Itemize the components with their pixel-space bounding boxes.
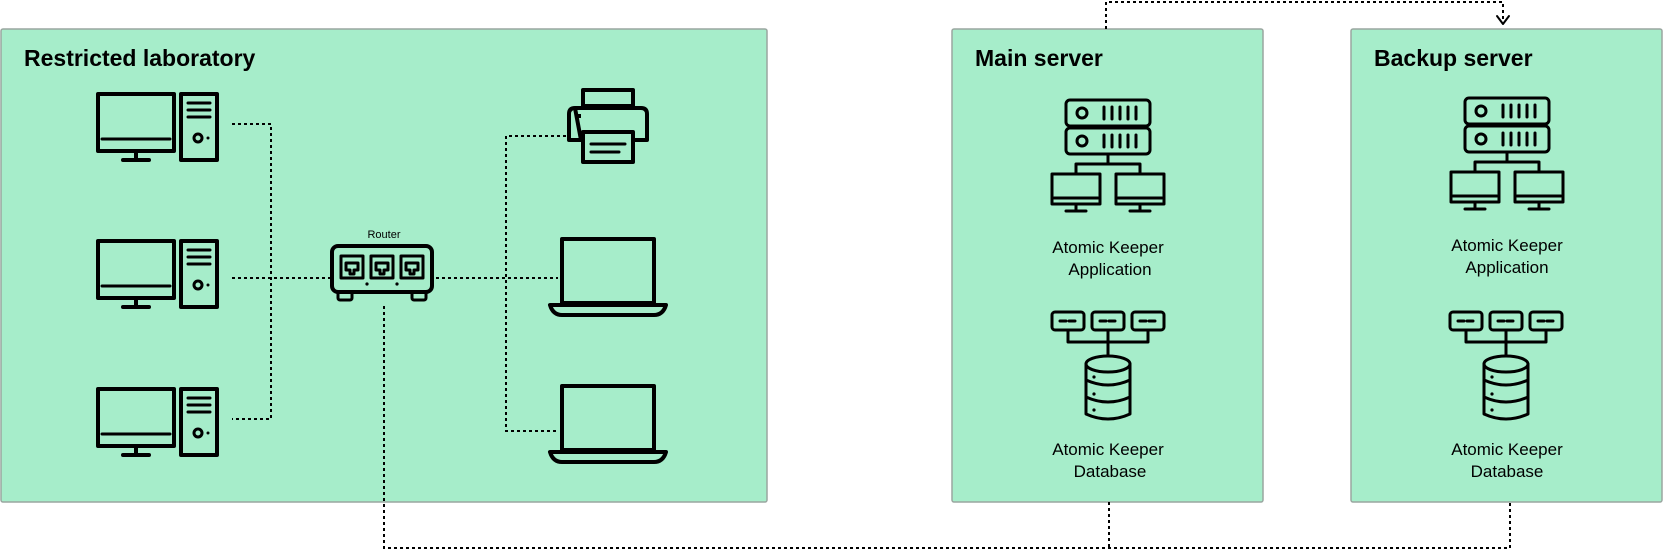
main-server-database: Atomic Keeper Database <box>1050 310 1166 481</box>
db-label-line2: Database <box>1471 462 1544 481</box>
arrowhead-icon <box>1496 15 1510 25</box>
app-label-line2: Application <box>1465 258 1548 277</box>
wire-desktops-bus <box>232 123 272 420</box>
app-label-line1: Atomic Keeper <box>1451 236 1563 255</box>
app-label-line2: Application <box>1068 260 1151 279</box>
restricted-laboratory-zone: Restricted laboratory <box>0 28 768 503</box>
main-server-zone: Main server <box>951 28 1264 503</box>
wire-replication <box>1105 1 1504 29</box>
zone-title-lab: Restricted laboratory <box>24 45 256 71</box>
backup-server-zone: Backup server <box>1350 28 1663 503</box>
zone-title-backup: Backup server <box>1374 45 1533 71</box>
db-label-line2: Database <box>1074 462 1147 481</box>
app-label-line1: Atomic Keeper <box>1052 238 1164 257</box>
db-label-line1: Atomic Keeper <box>1451 440 1563 459</box>
wire-router-servers <box>383 306 1511 549</box>
router-label: Router <box>367 229 400 241</box>
zone-title-main: Main server <box>975 45 1103 71</box>
connections <box>232 1 1511 549</box>
main-server-application: Atomic Keeper Application <box>1050 98 1166 279</box>
router-node: Router <box>330 229 434 302</box>
backup-server-application: Atomic Keeper Application <box>1449 96 1565 277</box>
wire-peripherals-bus <box>505 135 566 432</box>
db-label-line1: Atomic Keeper <box>1052 440 1164 459</box>
backup-server-database: Atomic Keeper Database <box>1448 310 1564 481</box>
